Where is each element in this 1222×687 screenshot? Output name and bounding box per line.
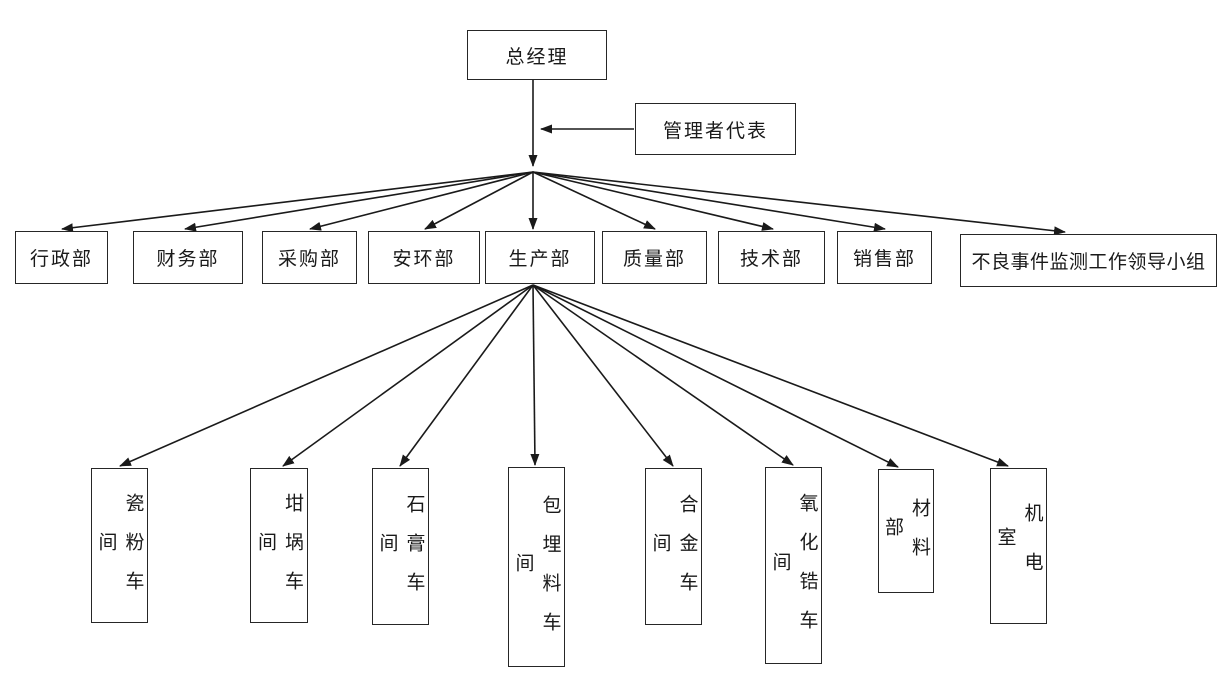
edge-hub-to-safety-env	[424, 171, 534, 230]
edge-hub-to-sales	[532, 171, 886, 232]
edge-hub-to-adverse-event-group	[532, 171, 1066, 236]
node-crucible-workshop: 坩埚车间	[250, 468, 308, 623]
node-porcelain-powder-workshop: 瓷粉车间	[91, 468, 148, 623]
edge-hub-to-finance	[184, 171, 534, 232]
edge-production-to-porcelain-powder	[119, 284, 534, 467]
node-investment-material-workshop: 包埋料车间	[508, 467, 565, 667]
node-materials-dept: 材料部	[878, 469, 934, 593]
node-label: 合金车间	[649, 493, 698, 611]
node-label: 石膏车间	[376, 493, 425, 611]
node-safety-environment-dept: 安环部	[368, 231, 480, 284]
edge-hub-to-technology	[532, 171, 774, 231]
edge-production-to-crucible	[282, 284, 534, 467]
edge-production-to-alloy	[532, 284, 674, 467]
node-adverse-event-monitoring-leading-group: 不良事件监测工作领导小组	[960, 234, 1217, 287]
edge-production-to-materials	[532, 284, 899, 468]
node-label: 机电室	[994, 502, 1043, 601]
node-label: 氧化锆车间	[769, 493, 818, 649]
node-purchasing-dept: 采购部	[262, 231, 357, 284]
node-label: 坩埚车间	[255, 492, 303, 610]
edge-production-to-electromechanical	[532, 284, 1009, 467]
node-sales-dept: 销售部	[837, 231, 932, 284]
edge-production-to-zirconia	[532, 284, 794, 466]
node-quality-dept: 质量部	[602, 231, 707, 284]
edge-production-to-investment-material	[530, 284, 540, 466]
edge-hub-to-administration	[61, 171, 534, 233]
edge-production-to-gypsum	[399, 284, 534, 467]
node-label: 瓷粉车间	[95, 492, 144, 610]
node-management-representative: 管理者代表	[635, 103, 796, 155]
node-finance-dept: 财务部	[133, 231, 243, 284]
node-gypsum-workshop: 石膏车间	[372, 468, 429, 625]
node-label: 材料部	[882, 497, 930, 576]
node-production-dept: 生产部	[485, 231, 595, 284]
edge-hub-to-purchasing	[309, 171, 534, 231]
edge-hub-to-quality	[532, 171, 656, 230]
node-label: 包埋料车间	[512, 494, 561, 651]
node-zirconia-workshop: 氧化锆车间	[765, 467, 822, 664]
node-electromechanical-room: 机电室	[990, 468, 1047, 624]
node-general-manager: 总经理	[467, 30, 607, 80]
node-technology-dept: 技术部	[718, 231, 825, 284]
node-administration-dept: 行政部	[15, 231, 108, 284]
node-alloy-workshop: 合金车间	[645, 468, 702, 625]
